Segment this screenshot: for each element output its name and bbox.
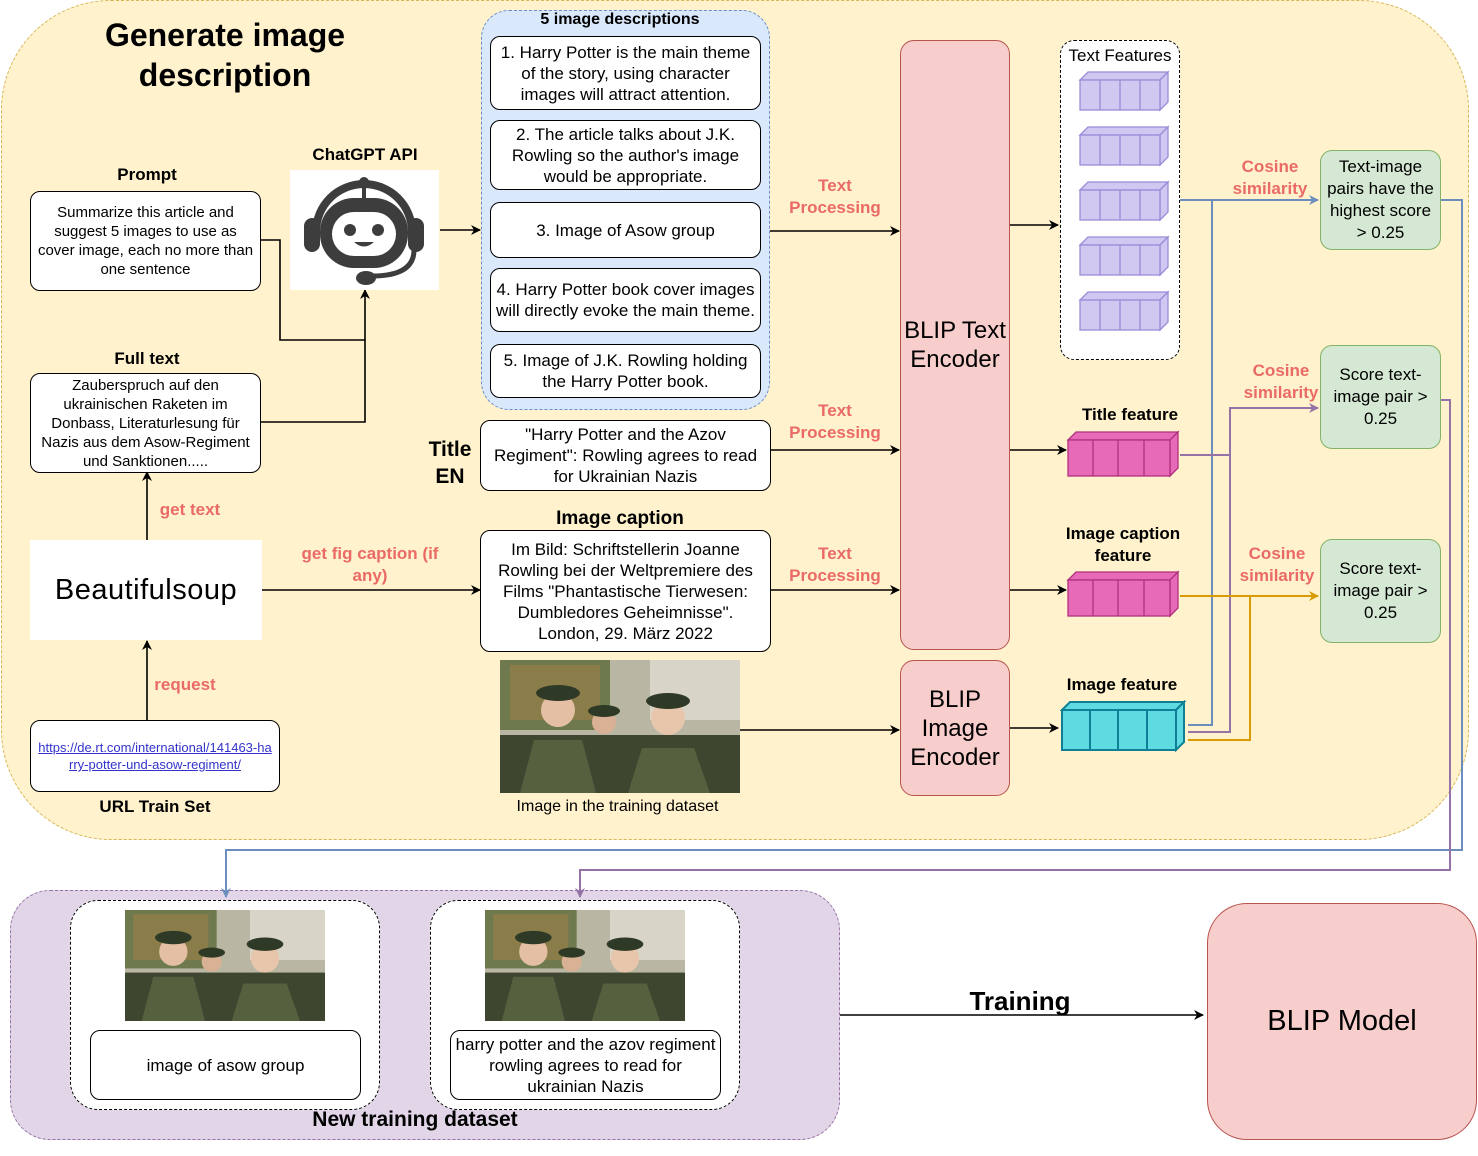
description-text-5: 5. Image of J.K. Rowling holding the Har… [503,351,748,391]
url-box: https://de.rt.com/international/141463-h… [30,720,280,792]
dataset-image-1 [125,910,325,1021]
result-highest-score: Text-image pairs have the highest score … [1320,150,1441,250]
image-caption-box: Im Bild: Schriftstellerin Joanne Rowling… [480,530,771,652]
description-item-3: 3. Image of Asow group [490,202,761,258]
text-processing-1: Text Processing [789,176,881,217]
text-features-label: Text Features [1068,46,1172,65]
url-link[interactable]: https://de.rt.com/international/141463-h… [38,740,272,772]
description-item-2: 2. The article talks about J.K. Rowling … [490,120,761,190]
blip-image-encoder: BLIP Image Encoder [900,660,1010,796]
training-image [500,660,740,793]
text-processing-2: Text Processing [789,401,881,442]
description-text-3: 3. Image of Asow group [536,220,715,240]
text-feature-vectors [1078,70,1170,332]
edge-fulltext-to-chatgpt [260,340,366,423]
title-en-label: Title EN [428,438,472,488]
dataset-caption-1: image of asow group [90,1030,361,1100]
caption-feature-label: Image caption feature [1065,524,1181,565]
prompt-box: Summarize this article and suggest 5 ima… [30,191,261,291]
cosine-similarity-1: Cosine similarity [1232,157,1308,198]
result-highest-text: Text-image pairs have the highest score … [1327,157,1434,242]
result-caption-text: Score text-image pair > 0.25 [1333,559,1428,622]
edge-titlefeat-cosine [1180,403,1319,456]
dataset-caption-2: harry potter and the azov regiment rowli… [450,1030,721,1100]
title-en-text: "Harry Potter and the Azov Regiment": Ro… [493,425,758,486]
edge-imgfeat-cosine-purple [1188,455,1231,733]
description-item-1: 1. Harry Potter is the main theme of the… [490,36,761,110]
dataset-label: New training dataset [312,1108,518,1131]
result-title-score: Score text-image pair > 0.25 [1320,345,1441,449]
title-feature-label: Title feature [1081,405,1179,424]
description-item-4: 4. Harry Potter book cover images will d… [490,268,761,332]
edge-result2-to-dataset [575,399,1451,898]
caption-feature-vector [1066,570,1180,618]
image-caption-text: Im Bild: Schriftstellerin Joanne Rowling… [498,539,753,643]
cosine-similarity-2: Cosine similarity [1243,361,1319,402]
edge-imgfeat-cosine-blue [1188,200,1213,726]
image-feature-label: Image feature [1066,675,1178,694]
image-caption-label: Image caption [556,508,684,529]
image-feature-vector [1060,700,1187,753]
description-text-4: 4. Harry Potter book cover images will d… [496,280,755,320]
dataset-image-2 [485,910,685,1021]
full-text-label: Full text [114,349,180,368]
result-caption-score: Score text-image pair > 0.25 [1320,539,1441,643]
blip-model: BLIP Model [1207,903,1477,1140]
blip-model-label: BLIP Model [1267,1005,1417,1037]
url-label: URL Train Set [99,797,211,816]
get-fig-caption-label: get fig caption (if any) [301,544,439,585]
result-title-text: Score text-image pair > 0.25 [1333,365,1428,428]
full-text-box: Zauberspruch auf den ukrainischen Rakete… [30,373,261,473]
dataset-caption-text-1: image of asow group [146,1055,305,1075]
chatgpt-robot-icon [290,170,439,290]
prompt-text: Summarize this article and suggest 5 ima… [37,204,254,278]
training-label: Training [969,986,1071,1016]
description-text-1: 1. Harry Potter is the main theme of the… [500,42,751,104]
edge-imgfeat-cosine-orange [1188,596,1251,741]
title-feature-vector [1066,430,1180,478]
title-en-box: "Harry Potter and the Azov Regiment": Ro… [480,420,771,491]
description-text-2: 2. The article talks about J.K. Rowling … [511,124,740,186]
edge-prompt-to-chatgpt [260,239,370,341]
text-processing-3: Text Processing [789,544,881,585]
edge-result1-to-dataset [221,199,1463,898]
beautifulsoup-logo: Beautifulsoup [30,540,262,640]
get-text-label: get text [159,500,221,519]
beautifulsoup-text: Beautifulsoup [54,573,238,606]
blip-image-encoder-label: BLIP Image Encoder [910,685,1000,771]
prompt-label: Prompt [117,165,177,184]
blip-text-encoder: BLIP Text Encoder [900,40,1010,650]
request-label: request [154,675,216,694]
chatgpt-label: ChatGPT API [312,145,418,164]
dataset-caption-text-2: harry potter and the azov regiment rowli… [455,1034,716,1096]
blip-text-encoder-label: BLIP Text Encoder [904,317,1006,373]
training-image-caption: Image in the training dataset [516,798,719,815]
full-text: Zauberspruch auf den ukrainischen Rakete… [41,376,250,470]
descriptions-header: 5 image descriptions [540,11,700,28]
cosine-similarity-3: Cosine similarity [1239,544,1315,585]
page-title: Generate image description [104,17,346,93]
description-item-5: 5. Image of J.K. Rowling holding the Har… [490,344,761,398]
